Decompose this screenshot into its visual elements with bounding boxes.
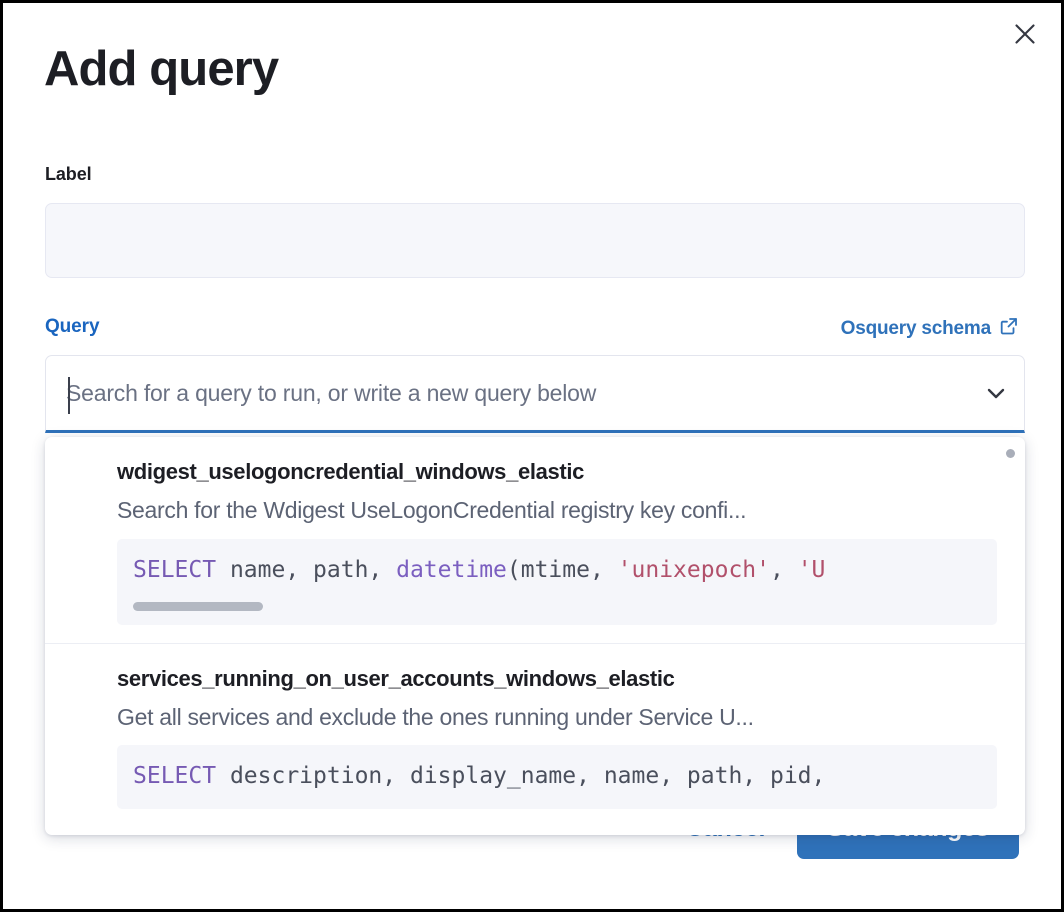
page-title: Add query [44,42,279,96]
code-horizontal-scrollbar[interactable] [133,601,263,611]
label-field-label: Label [45,164,92,184]
text-cursor [68,377,70,414]
chevron-down-icon[interactable] [968,356,1024,430]
suggestion-sql: SELECT name, path, datetime(mtime, 'unix… [133,556,826,583]
query-field-label: Query [45,316,100,337]
osquery-schema-link-label: Osquery schema [840,317,992,339]
suggestion-code-block: SELECT description, display_name, name, … [117,745,997,810]
external-link-icon [999,316,1019,342]
suggestion-title: wdigest_uselogoncredential_windows_elast… [117,459,584,484]
suggestion-sql: SELECT description, display_name, name, … [133,763,826,790]
add-query-modal: Add query Label Query Osquery schema [3,3,1061,909]
suggestion-title: services_running_on_user_accounts_window… [117,665,675,691]
suggestion-description: Search for the Wdigest UseLogonCredentia… [117,497,747,524]
suggestion-description: Get all services and exclude the ones ru… [117,704,754,731]
close-icon[interactable] [1008,17,1042,51]
list-item[interactable]: wdigest_uselogoncredential_windows_elast… [45,437,1025,643]
query-combobox[interactable] [45,355,1025,433]
list-item[interactable]: services_running_on_user_accounts_window… [45,642,1025,828]
query-search-input[interactable] [46,356,968,430]
dropdown-scrollbar-thumb[interactable] [1006,449,1015,458]
label-input[interactable] [45,203,1025,278]
query-suggestions-dropdown: wdigest_uselogoncredential_windows_elast… [45,437,1025,835]
osquery-schema-link[interactable]: Osquery schema [841,315,1019,342]
suggestion-code-block: SELECT name, path, datetime(mtime, 'unix… [117,538,997,625]
